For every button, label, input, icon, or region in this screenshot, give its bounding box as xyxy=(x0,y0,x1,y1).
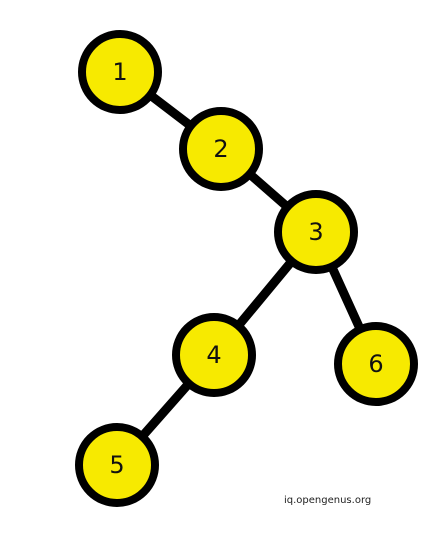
node-circle-1 xyxy=(78,30,162,114)
node-circle-5 xyxy=(75,423,159,507)
node-circle-3 xyxy=(274,190,358,274)
node-label-1: 1 xyxy=(112,58,127,86)
tree-node-1: 1 xyxy=(78,30,162,114)
node-label-3: 3 xyxy=(308,218,323,246)
node-circle-2 xyxy=(179,107,263,191)
tree-node-5: 5 xyxy=(75,423,159,507)
tree-node-3: 3 xyxy=(274,190,358,274)
tree-node-2: 2 xyxy=(179,107,263,191)
watermark-text: iq.opengenus.org xyxy=(284,495,372,506)
node-label-4: 4 xyxy=(206,341,221,369)
node-label-5: 5 xyxy=(109,451,124,479)
node-circle-6 xyxy=(334,322,418,406)
tree-node-6: 6 xyxy=(334,322,418,406)
node-circle-4 xyxy=(172,313,256,397)
tree-node-4: 4 xyxy=(172,313,256,397)
tree-nodes: 1 2 3 4 5 6 xyxy=(75,30,418,507)
node-label-6: 6 xyxy=(368,350,383,378)
node-label-2: 2 xyxy=(213,135,228,163)
